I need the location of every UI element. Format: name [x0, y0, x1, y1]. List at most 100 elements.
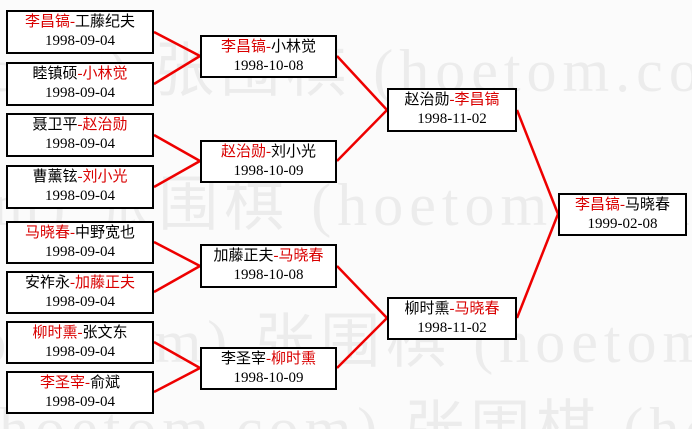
- player-name: 加藤正夫: [75, 274, 136, 291]
- match-date: 1998-10-08: [233, 57, 304, 74]
- match-date: 1999-02-08: [587, 215, 658, 232]
- hyphen-separator: -: [620, 196, 625, 213]
- player-name: 李昌镐: [574, 196, 620, 213]
- hyphen-separator: -: [77, 66, 83, 82]
- connector-line: [153, 264, 201, 294]
- match-date: 1998-09-04: [45, 85, 115, 101]
- match-box-round1-5: 马晓春-中野宽也 1998-09-04: [6, 221, 154, 264]
- connector-line: [153, 133, 201, 163]
- player-name: 马晓春: [625, 196, 671, 213]
- player-name: 柳时熏: [32, 324, 78, 341]
- player-name: 工藤纪夫: [75, 14, 136, 30]
- hyphen-separator: -: [70, 224, 75, 241]
- match-players: 李圣宰-俞斌: [40, 374, 120, 393]
- player-name: 马晓春: [454, 300, 500, 317]
- match-date: 1998-10-09: [233, 162, 304, 179]
- match-players: 李昌镐-小林觉: [221, 38, 316, 57]
- player-name: 李圣宰: [39, 374, 85, 391]
- match-box-round1-8: 李圣宰-俞斌 1998-09-04: [6, 371, 154, 414]
- match-players: 柳时熏-张文东: [32, 324, 127, 343]
- match-box-round2-1: 李昌镐-小林觉 1998-10-08: [200, 35, 337, 78]
- hyphen-separator: -: [85, 374, 90, 391]
- player-name: 柳时熏: [404, 300, 450, 317]
- match-box-round1-6: 安祚永-加藤正夫 1998-09-04: [6, 271, 154, 314]
- player-name: 马晓春: [24, 224, 70, 241]
- match-players: 马晓春-中野宽也: [25, 224, 135, 243]
- match-box-round2-3: 加藤正夫-马晓春 1998-10-08: [200, 244, 337, 288]
- match-players: 赵治勋-刘小光: [221, 143, 316, 162]
- match-players: 曹薰铉-刘小光: [32, 168, 127, 187]
- hyphen-separator: -: [266, 143, 271, 160]
- hyphen-separator: -: [70, 274, 75, 291]
- match-box-final: 李昌镐-马晓春 1999-02-08: [558, 193, 687, 236]
- match-players: 睦镇硕-小林觉: [32, 65, 127, 84]
- hyphen-separator: -: [273, 248, 279, 264]
- player-name: 李昌镐: [220, 38, 266, 55]
- player-name: 加藤正夫: [213, 248, 274, 264]
- match-date: 1998-09-04: [45, 33, 115, 49]
- match-players: 李昌镐-马晓春: [575, 196, 670, 215]
- player-name: 睦镇硕: [32, 66, 78, 82]
- player-name: 聂卫平: [32, 117, 78, 133]
- connector-line: [336, 317, 388, 369]
- match-players: 聂卫平-赵治勋: [32, 116, 127, 135]
- player-name: 中野宽也: [75, 224, 136, 241]
- player-name: 李圣宰: [220, 350, 266, 367]
- match-box-round1-2: 睦镇硕-小林觉 1998-09-04: [6, 62, 154, 106]
- player-name: 马晓春: [278, 248, 324, 264]
- connector-line: [336, 109, 388, 162]
- match-players: 安祚永-加藤正夫: [25, 274, 135, 293]
- match-players: 李昌镐-工藤纪夫: [25, 13, 135, 32]
- hyphen-separator: -: [77, 117, 83, 133]
- connector-line: [153, 240, 201, 268]
- match-box-round1-4: 曹薰铉-刘小光 1998-09-04: [6, 165, 154, 209]
- player-name: 俞斌: [90, 374, 121, 391]
- hyphen-separator: -: [266, 350, 271, 367]
- player-name: 曹薰铉: [32, 169, 78, 185]
- match-date: 1998-09-04: [45, 188, 115, 204]
- match-date: 1998-09-04: [45, 393, 115, 410]
- match-box-semifinal-2: 柳时熏-马晓春 1998-11-02: [387, 297, 517, 340]
- player-name: 赵治勋: [82, 117, 128, 133]
- match-date: 1998-09-04: [45, 243, 115, 260]
- player-name: 刘小光: [271, 143, 317, 160]
- match-box-round2-2: 赵治勋-刘小光 1998-10-09: [200, 140, 337, 183]
- player-name: 李昌镐: [24, 14, 70, 30]
- connector-line: [515, 213, 560, 319]
- hyphen-separator: -: [77, 169, 83, 185]
- hyphen-separator: -: [70, 14, 75, 30]
- player-name: 赵治勋: [220, 143, 266, 160]
- match-players: 柳时熏-马晓春: [404, 300, 499, 319]
- match-players: 李圣宰-柳时熏: [221, 350, 316, 369]
- connector-line: [336, 55, 388, 111]
- hyphen-separator: -: [77, 324, 83, 341]
- hyphen-separator: -: [449, 92, 455, 108]
- hyphen-separator: -: [449, 300, 455, 317]
- match-date: 1998-10-09: [233, 369, 304, 386]
- player-name: 安祚永: [24, 274, 70, 291]
- player-name: 小林觉: [82, 66, 128, 82]
- player-name: 李昌镐: [454, 92, 500, 108]
- match-box-round1-7: 柳时熏-张文东 1998-09-04: [6, 321, 154, 364]
- connector-line: [153, 159, 201, 189]
- match-date: 1998-11-02: [417, 319, 487, 336]
- player-name: 柳时熏: [271, 350, 317, 367]
- match-players: 赵治勋-李昌镐: [404, 91, 499, 110]
- match-date: 1998-09-04: [45, 136, 115, 152]
- connector-line: [515, 109, 560, 215]
- player-name: 刘小光: [82, 169, 128, 185]
- connector-line: [153, 340, 201, 370]
- match-date: 1998-10-08: [233, 267, 304, 283]
- connector-line: [153, 366, 201, 394]
- hyphen-separator: -: [266, 38, 271, 55]
- match-players: 加藤正夫-马晓春: [213, 247, 323, 266]
- match-box-semifinal-1: 赵治勋-李昌镐 1998-11-02: [387, 88, 517, 132]
- match-date: 1998-11-02: [417, 111, 487, 127]
- match-box-round1-1: 李昌镐-工藤纪夫 1998-09-04: [6, 10, 154, 54]
- connector-line: [153, 30, 201, 58]
- match-box-round1-3: 聂卫平-赵治勋 1998-09-04: [6, 113, 154, 157]
- player-name: 小林觉: [271, 38, 317, 55]
- connector-line: [153, 54, 201, 86]
